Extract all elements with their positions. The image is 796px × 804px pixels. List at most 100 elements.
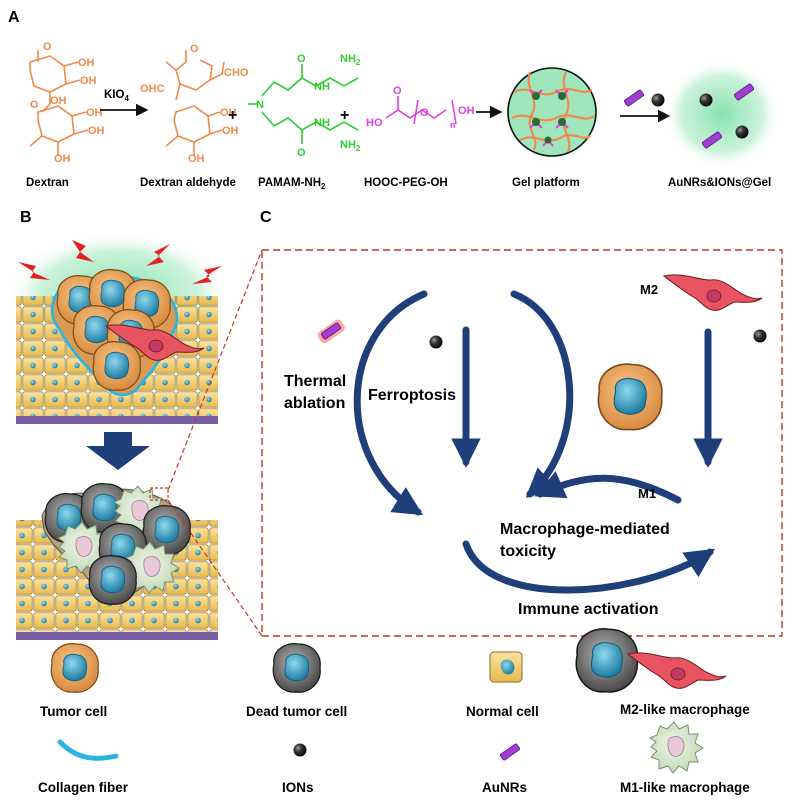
m1-label: M1 bbox=[638, 486, 656, 501]
dextran-oh1: OH bbox=[80, 75, 97, 87]
dextran-o2: O bbox=[30, 99, 39, 111]
treatment-arrow bbox=[86, 432, 150, 470]
aldehyde-ohc: OHC bbox=[140, 83, 165, 95]
lightning-icon bbox=[192, 266, 222, 284]
dextran-oh2: OH bbox=[78, 57, 95, 69]
legend-tumor-cell: Tumor cell bbox=[40, 704, 107, 719]
m2-label: M2 bbox=[640, 282, 658, 297]
arrow-m1-to-dead bbox=[534, 471, 682, 504]
dextran-oh4: OH bbox=[88, 125, 105, 137]
legend-normal-cell-icon bbox=[489, 651, 523, 683]
m2-macrophage-c bbox=[663, 274, 763, 311]
mechanism-arrows bbox=[353, 290, 723, 594]
aldehyde-cho: CHO bbox=[224, 67, 249, 79]
pamam-nh1: NH bbox=[314, 81, 330, 93]
macrophage-toxicity-line-2: toxicity bbox=[500, 543, 556, 560]
legend-m2-macrophage: M2-like macrophage bbox=[620, 702, 750, 717]
legend-aunrs-icon bbox=[499, 742, 521, 762]
peg-oh: OH bbox=[458, 105, 475, 117]
thermal-line-1: Thermal bbox=[284, 373, 346, 390]
arrow-immune-activation bbox=[462, 540, 715, 594]
basement-membrane-upper bbox=[16, 416, 218, 424]
lightning-icon bbox=[146, 244, 170, 266]
lightning-icon bbox=[18, 262, 50, 280]
gel-nodes bbox=[532, 92, 566, 144]
legend-collagen-fiber-icon bbox=[57, 739, 119, 761]
aldehyde-atoms: OHC CHO OH OH OH O bbox=[140, 43, 249, 165]
plus-1: + bbox=[228, 107, 237, 124]
aunr-glow-c bbox=[317, 319, 345, 344]
legend-dead-tumor-cell-icon bbox=[272, 643, 321, 693]
legend-ions-icon bbox=[293, 743, 307, 757]
macrophage-toxicity-line-1: Macrophage-mediated bbox=[500, 521, 670, 538]
tissue-after-treatment bbox=[16, 483, 218, 640]
aldehyde-o1: O bbox=[190, 43, 199, 55]
legend-m1-macrophage: M1-like macrophage bbox=[620, 780, 750, 795]
laser-bolts bbox=[18, 240, 222, 284]
panel-c-frame bbox=[261, 249, 783, 637]
zoom-connectors bbox=[167, 249, 263, 637]
plus-2: + bbox=[340, 107, 349, 124]
aldehyde-oh1: OH bbox=[222, 125, 239, 137]
legend-tumor-cell-icon bbox=[50, 643, 99, 693]
dextran-oh6: OH bbox=[54, 153, 71, 165]
dextran-label: Dextran bbox=[26, 177, 69, 189]
thermal-ablation-label: Thermal ablation bbox=[284, 373, 346, 412]
panel-b-label: B bbox=[20, 209, 32, 226]
peg-label: HOOC-PEG-OH bbox=[364, 177, 448, 189]
aunr-icon bbox=[623, 88, 645, 108]
tumor-mass-upper bbox=[50, 269, 205, 397]
thermal-line-2: ablation bbox=[284, 395, 345, 412]
peg-structure bbox=[385, 96, 457, 125]
panel-a-label: A bbox=[8, 9, 20, 26]
tumor-mass-lower bbox=[41, 483, 191, 605]
dextran-oh3: OH bbox=[50, 95, 67, 107]
kio4-label: KIO4 bbox=[104, 89, 129, 103]
product-gel bbox=[664, 60, 780, 168]
pamam-label: PAMAM-NH2 bbox=[258, 177, 326, 191]
loading-icons bbox=[623, 88, 665, 108]
arrow-thermal-ablation bbox=[353, 290, 428, 516]
pamam-atoms: N O NH NH2 O NH NH2 bbox=[256, 53, 361, 159]
dextran-oh5: OH bbox=[86, 107, 103, 119]
tissue-before-treatment bbox=[6, 232, 230, 424]
product-ion-2 bbox=[735, 125, 749, 139]
pamam-nh2-bottom: NH2 bbox=[340, 139, 361, 153]
gel-platform-label: Gel platform bbox=[512, 177, 580, 189]
pamam-nh2-top: NH2 bbox=[340, 53, 361, 67]
legend-ions: IONs bbox=[282, 780, 314, 795]
aldehyde-oh2: OH bbox=[220, 107, 237, 119]
pamam-o1: O bbox=[297, 53, 306, 65]
peg-atoms: HO O O n OH bbox=[366, 85, 475, 130]
legend-dead-tumor-cell: Dead tumor cell bbox=[246, 704, 347, 719]
dextran-structure bbox=[29, 50, 89, 156]
legend-normal-cell: Normal cell bbox=[466, 704, 539, 719]
pamam-n: N bbox=[256, 99, 264, 111]
dextran-atoms: O OH OH OH OH OH OH O bbox=[30, 41, 105, 165]
peg-o1: O bbox=[393, 85, 402, 97]
product-label: AuNRs&IONs@Gel bbox=[668, 177, 771, 189]
tumor-cell-c bbox=[597, 363, 663, 431]
peg-ho: HO bbox=[366, 117, 383, 129]
pamam-structure bbox=[248, 64, 359, 144]
peg-n: n bbox=[450, 120, 456, 130]
arrow-macrophage-toxicity bbox=[510, 290, 574, 498]
dead-tumor-cell bbox=[88, 555, 137, 605]
gel-dextran-chains bbox=[511, 71, 595, 153]
immune-activation-label: Immune activation bbox=[518, 601, 658, 618]
dextran-aldehyde-structure bbox=[165, 50, 225, 156]
dextran-o1: O bbox=[43, 41, 52, 53]
dead-tumor-cell-c bbox=[575, 628, 639, 693]
tumor-cell bbox=[92, 341, 141, 391]
aldehyde-oh3: OH bbox=[188, 153, 205, 165]
legend-collagen-fiber: Collagen fiber bbox=[38, 780, 129, 795]
basement-membrane-lower bbox=[16, 632, 218, 640]
macrophage-toxicity-label: Macrophage-mediated toxicity bbox=[500, 521, 670, 560]
lightning-icon bbox=[72, 240, 94, 262]
pamam-o2: O bbox=[297, 147, 306, 159]
legend-m2-macrophage-icon bbox=[627, 652, 727, 689]
dextran-aldehyde-label: Dextran aldehyde bbox=[140, 177, 236, 189]
gel-platform bbox=[500, 60, 604, 164]
panel-c-label: C bbox=[260, 209, 272, 226]
